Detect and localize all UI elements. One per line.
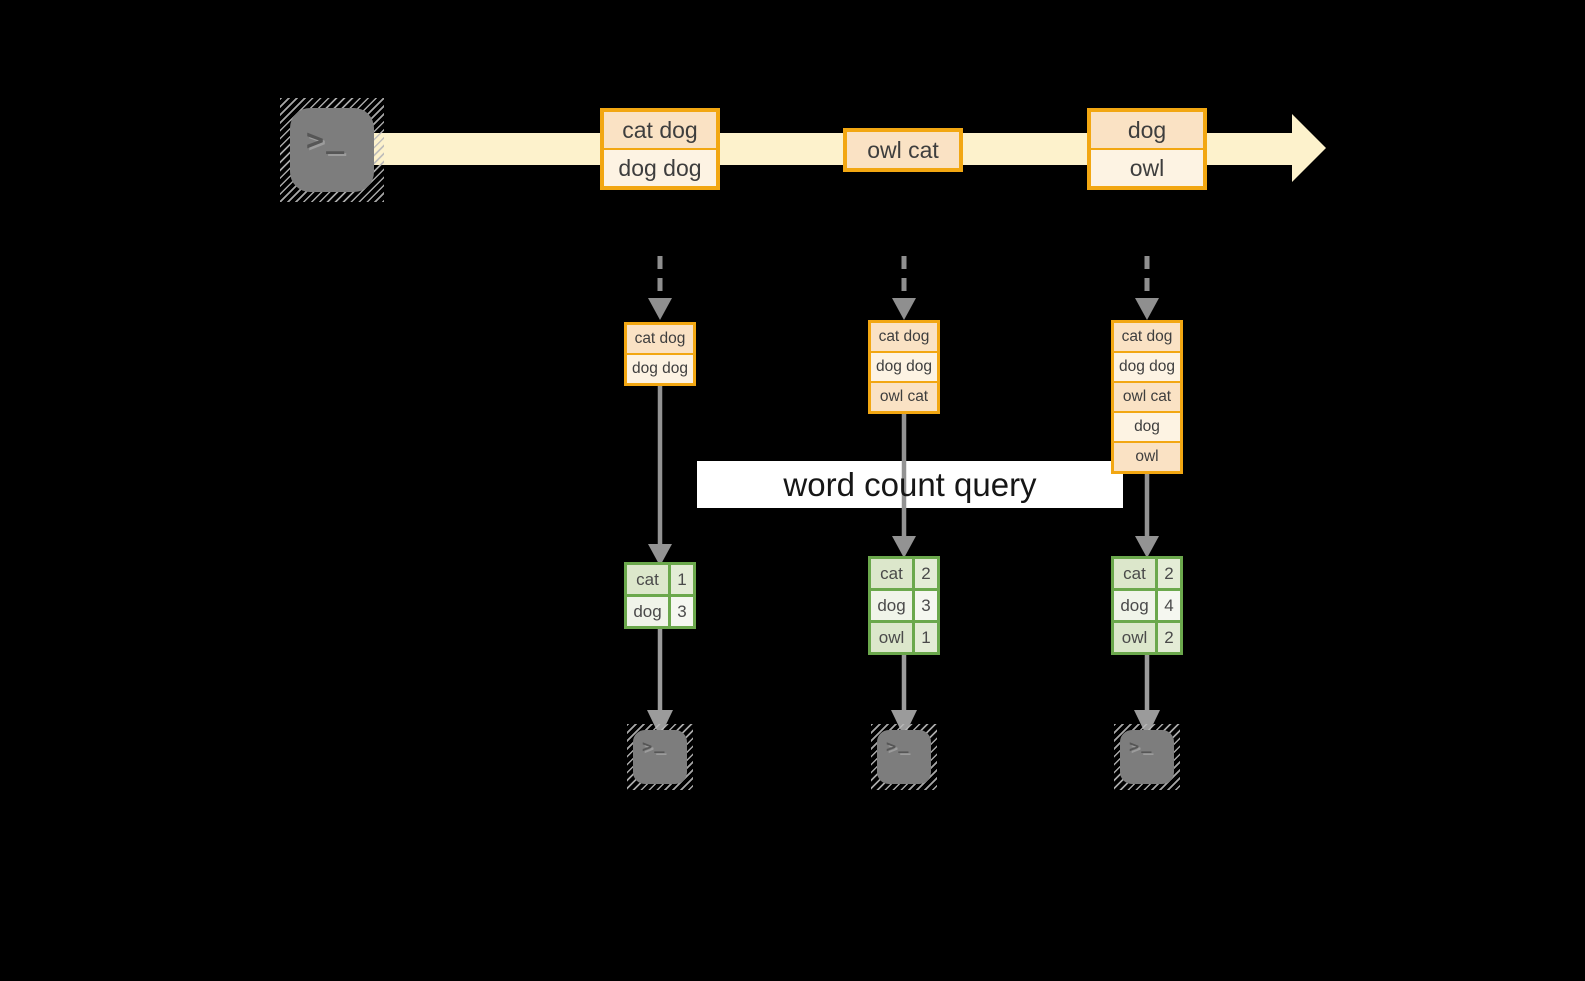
- stack-row: owl cat: [1114, 383, 1180, 411]
- stream-event-row: cat dog: [604, 112, 716, 148]
- stack-row: dog dog: [871, 353, 937, 381]
- stack-row: cat dog: [871, 323, 937, 351]
- terminal-underscore: _: [654, 734, 665, 754]
- count-word-cell: cat: [627, 565, 668, 594]
- stack-row: cat dog: [1114, 323, 1180, 351]
- stream-event-row: owl: [1091, 150, 1203, 186]
- sink-terminal-icon-2: >_: [871, 724, 937, 790]
- sink-terminal-icon-3: >_: [1114, 724, 1180, 790]
- terminal-body: >_: [877, 730, 931, 784]
- counts-table-3: cat 2 dog 4 owl 2: [1111, 556, 1183, 655]
- count-word-cell: dog: [871, 591, 912, 620]
- stack-row: owl cat: [871, 383, 937, 411]
- counts-table-1: cat 1 dog 3: [624, 562, 696, 629]
- word-count-query-label-bg: [697, 461, 1123, 508]
- count-word-cell: owl: [1114, 623, 1155, 652]
- stream-event-box-2: owl cat: [843, 128, 963, 172]
- count-word-cell: cat: [871, 559, 912, 588]
- terminal-chevron: >: [886, 737, 897, 757]
- count-value-cell: 2: [915, 559, 937, 588]
- terminal-body: >_: [290, 108, 374, 192]
- terminal-underscore: _: [1141, 734, 1152, 754]
- terminal-chevron: >: [642, 737, 653, 757]
- terminal-prompt-glyph: >_: [886, 734, 909, 757]
- terminal-chevron: >: [1129, 737, 1140, 757]
- stack-row: dog: [1114, 413, 1180, 441]
- count-word-cell: dog: [1114, 591, 1155, 620]
- count-value-cell: 3: [671, 597, 693, 626]
- dashed-arrow-stems: [657, 256, 1150, 300]
- source-terminal-icon: >_: [280, 98, 384, 202]
- record-stack-2: cat dog dog dog owl cat: [868, 320, 940, 414]
- count-word-cell: dog: [627, 597, 668, 626]
- count-value-cell: 1: [671, 565, 693, 594]
- stack-row: owl: [1114, 443, 1180, 471]
- count-value-cell: 3: [915, 591, 937, 620]
- terminal-body: >_: [633, 730, 687, 784]
- terminal-prompt-glyph: >_: [306, 120, 345, 158]
- record-stack-3: cat dog dog dog owl cat dog owl: [1111, 320, 1183, 474]
- stack-row: cat dog: [627, 325, 693, 353]
- terminal-underscore: _: [898, 734, 909, 754]
- stack-row: dog dog: [627, 355, 693, 383]
- stream-event-row: dog dog: [604, 150, 716, 186]
- count-value-cell: 4: [1158, 591, 1180, 620]
- word-count-query-label: word count query: [783, 465, 1037, 503]
- terminal-prompt-glyph: >_: [1129, 734, 1152, 757]
- stream-arrowhead: [1292, 114, 1326, 182]
- sink-terminal-icon-1: >_: [627, 724, 693, 790]
- stream-event-box-3: dog owl: [1087, 108, 1207, 190]
- terminal-body: >_: [1120, 730, 1174, 784]
- stream-event-box-1: cat dog dog dog: [600, 108, 720, 190]
- terminal-chevron: >: [306, 123, 325, 158]
- count-value-cell: 2: [1158, 623, 1180, 652]
- counts-table-2: cat 2 dog 3 owl 1: [868, 556, 940, 655]
- dashed-arrow-heads: [648, 298, 1159, 320]
- stream-event-row: owl cat: [847, 132, 959, 168]
- stream-event-row: dog: [1091, 112, 1203, 148]
- count-value-cell: 1: [915, 623, 937, 652]
- count-value-cell: 2: [1158, 559, 1180, 588]
- count-word-cell: cat: [1114, 559, 1155, 588]
- record-stack-1: cat dog dog dog: [624, 322, 696, 386]
- stack-row: dog dog: [1114, 353, 1180, 381]
- terminal-prompt-glyph: >_: [642, 734, 665, 757]
- terminal-underscore: _: [326, 120, 345, 155]
- count-word-cell: owl: [871, 623, 912, 652]
